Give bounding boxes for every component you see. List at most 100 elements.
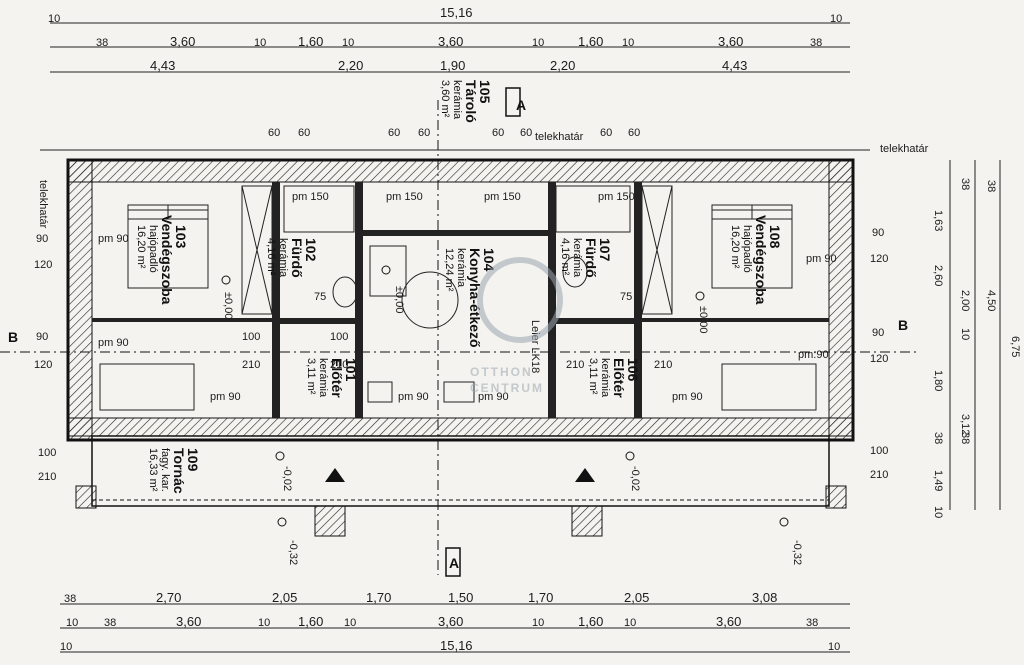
svg-text:1,60: 1,60 — [298, 614, 323, 629]
svg-text:10: 10 — [344, 617, 356, 629]
svg-text:3,60: 3,60 — [170, 34, 195, 49]
svg-text:10: 10 — [932, 506, 944, 518]
svg-text:10: 10 — [624, 617, 636, 629]
section-b-right: B — [898, 317, 908, 333]
svg-text:16,20 m²: 16,20 m² — [135, 225, 147, 269]
svg-text:1,70: 1,70 — [528, 590, 553, 605]
svg-text:100: 100 — [242, 331, 260, 343]
svg-text:2,00: 2,00 — [959, 290, 971, 311]
svg-text:4,50: 4,50 — [985, 290, 997, 311]
svg-text:A: A — [449, 555, 459, 571]
svg-text:101: 101 — [343, 358, 359, 382]
svg-text:Előtér: Előtér — [611, 358, 627, 398]
svg-text:60: 60 — [418, 127, 430, 139]
svg-text:60: 60 — [600, 127, 612, 139]
svg-text:4,16 m²: 4,16 m² — [265, 238, 277, 276]
svg-text:kerámia: kerámia — [317, 358, 329, 398]
svg-text:16,20 m²: 16,20 m² — [729, 225, 741, 269]
svg-text:3,60: 3,60 — [176, 614, 201, 629]
svg-text:100: 100 — [870, 445, 888, 457]
svg-text:±0,00: ±0,00 — [393, 286, 405, 313]
left-vertical-dims: 90 120 90 120 100 210 — [34, 233, 56, 483]
svg-text:10: 10 — [622, 37, 634, 49]
svg-text:109: 109 — [185, 448, 201, 472]
svg-text:pm 90: pm 90 — [98, 337, 129, 349]
svg-text:pm 90: pm 90 — [398, 391, 429, 403]
right-dim-chain — [949, 160, 1001, 510]
svg-text:100: 100 — [330, 331, 348, 343]
svg-text:1,80: 1,80 — [932, 370, 944, 391]
interior-walls — [92, 182, 829, 418]
svg-text:-0,32: -0,32 — [287, 540, 299, 565]
svg-text:120: 120 — [870, 253, 888, 265]
svg-text:10: 10 — [254, 37, 266, 49]
svg-text:Fürdő: Fürdő — [583, 238, 599, 278]
svg-text:A: A — [516, 97, 526, 113]
bottom-row2-dims: 10 38 3,60 10 1,60 10 3,60 10 1,60 10 3,… — [66, 614, 818, 629]
porch — [75, 435, 847, 537]
svg-text:90: 90 — [872, 327, 884, 339]
room-102-label: 102 Fürdő kerámia 4,16 m² — [265, 238, 319, 278]
svg-text:1,63: 1,63 — [932, 210, 944, 231]
svg-text:hajópadló: hajópadló — [741, 225, 753, 273]
telekhatar-left-label: telekhatár — [37, 180, 49, 229]
svg-text:60: 60 — [298, 127, 310, 139]
svg-text:kerámia: kerámia — [571, 238, 583, 278]
svg-text:2,60: 2,60 — [932, 265, 944, 286]
svg-text:pm 150: pm 150 — [292, 191, 329, 203]
room-106-label: 106 Előtér kerámia 3,11 m² — [587, 358, 641, 398]
top-dimension-lines — [40, 22, 870, 151]
svg-text:2,05: 2,05 — [272, 590, 297, 605]
svg-text:1,60: 1,60 — [298, 34, 323, 49]
window-labels: pm 150 pm 150 pm 150 pm 150 pm 90 pm 90 … — [98, 191, 837, 403]
svg-text:pm 90: pm 90 — [210, 391, 241, 403]
svg-text:105: 105 — [477, 80, 493, 104]
svg-text:10: 10 — [532, 37, 544, 49]
svg-text:10: 10 — [258, 617, 270, 629]
svg-text:4,43: 4,43 — [150, 58, 175, 73]
right-vertical-dims: 90 120 90 120 100 210 — [870, 227, 888, 481]
svg-text:Konyha-étkező: Konyha-étkező — [467, 248, 483, 348]
svg-text:38: 38 — [104, 617, 116, 629]
svg-text:CENTRUM: CENTRUM — [470, 381, 544, 395]
svg-text:Vendégszoba: Vendégszoba — [159, 215, 175, 305]
svg-text:10: 10 — [48, 13, 60, 25]
svg-text:210: 210 — [654, 359, 672, 371]
svg-text:1,49: 1,49 — [932, 470, 944, 491]
section-a-top: A — [505, 87, 526, 117]
door-opening-labels: 100 210 210 100 75 75 210 210 — [242, 291, 672, 371]
svg-text:hajópadló: hajópadló — [147, 225, 159, 273]
bottom-total-dim: 15,16 — [440, 638, 473, 653]
svg-text:kerámia: kerámia — [277, 238, 289, 278]
svg-text:kerámia: kerámia — [451, 80, 463, 120]
top-row2-dims: 4,43 2,20 1,90 2,20 4,43 — [150, 58, 747, 73]
svg-text:3,08: 3,08 — [752, 590, 777, 605]
svg-text:10: 10 — [959, 328, 971, 340]
svg-text:pm 150: pm 150 — [386, 191, 423, 203]
svg-text:210: 210 — [330, 359, 348, 371]
right-dim-text: 1,63 2,60 1,80 38 1,49 10 38 2,00 10 3,1… — [932, 178, 1021, 518]
bottom-dimension-lines — [60, 603, 850, 653]
bottom-edge-right: 10 — [828, 641, 840, 653]
svg-text:107: 107 — [597, 238, 613, 262]
svg-text:Tornác: Tornác — [171, 448, 187, 494]
svg-text:16,33 m²: 16,33 m² — [147, 448, 159, 492]
svg-text:kerámia: kerámia — [599, 358, 611, 398]
svg-text:pm 90: pm 90 — [672, 391, 703, 403]
svg-text:38: 38 — [985, 180, 997, 192]
svg-text:fagy. kar.: fagy. kar. — [159, 448, 171, 492]
section-b-left: B — [8, 329, 18, 345]
svg-text:60: 60 — [628, 127, 640, 139]
svg-text:60: 60 — [520, 127, 532, 139]
svg-text:±0,00: ±0,00 — [222, 292, 234, 319]
svg-text:Vendégszoba: Vendégszoba — [753, 215, 769, 305]
svg-text:pm 90: pm 90 — [98, 233, 129, 245]
svg-text:210: 210 — [38, 471, 56, 483]
svg-text:pm 90: pm 90 — [478, 391, 509, 403]
svg-text:kerámia: kerámia — [455, 248, 467, 288]
svg-text:3,60: 3,60 — [716, 614, 741, 629]
furniture — [99, 185, 817, 411]
top-row1-dims: 10 38 3,60 10 1,60 10 3,60 10 1,60 10 3,… — [48, 13, 842, 49]
svg-text:1,70: 1,70 — [366, 590, 391, 605]
